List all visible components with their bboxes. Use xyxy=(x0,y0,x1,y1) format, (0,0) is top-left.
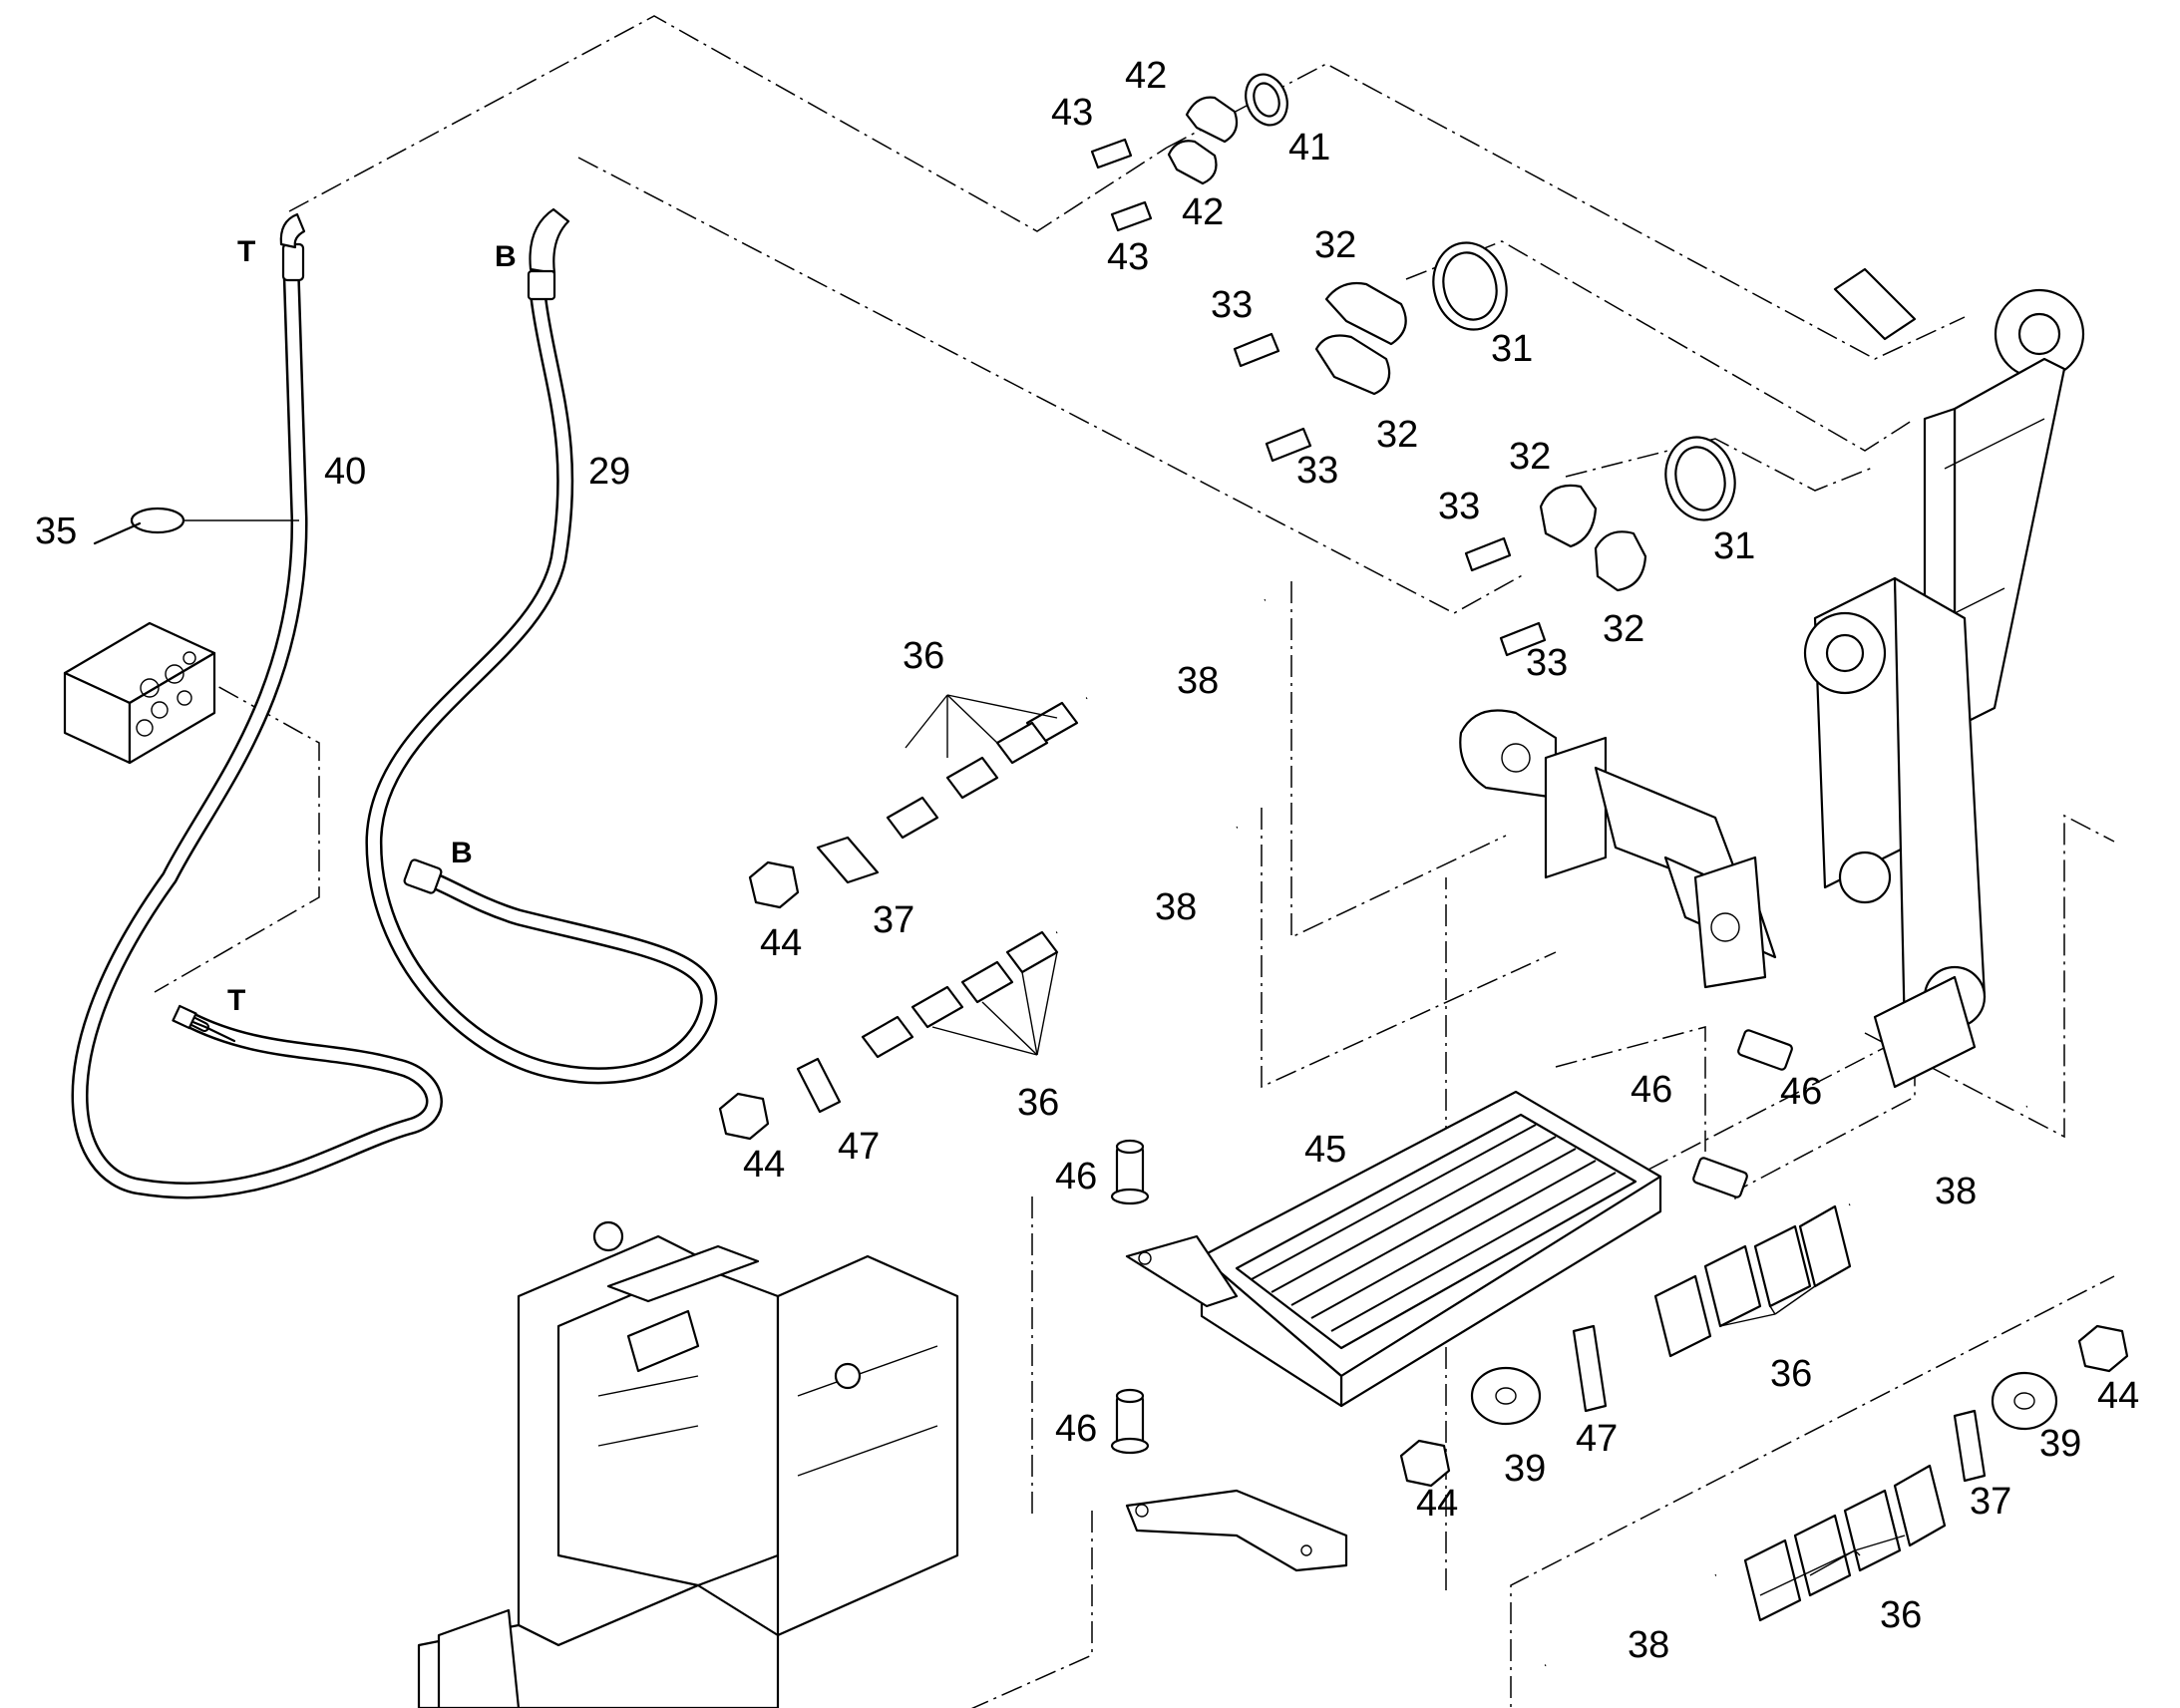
callout-44-b: 44 xyxy=(743,1144,785,1186)
hose-t-lower xyxy=(172,1004,236,1043)
port-labels: T B B T xyxy=(227,235,517,1017)
callout-38-a: 38 xyxy=(1177,660,1219,702)
flange-group-41 xyxy=(1090,73,1288,232)
hose-40-fitting xyxy=(281,242,305,282)
port-label-t-top: T xyxy=(237,235,255,268)
callout-47-b: 47 xyxy=(1576,1418,1618,1460)
callout-47-a: 47 xyxy=(838,1126,880,1168)
clamp-group-middle xyxy=(718,825,1239,1141)
callout-29: 29 xyxy=(588,451,630,493)
callout-44-c: 44 xyxy=(1416,1483,1458,1525)
callout-43-bottom: 43 xyxy=(1107,236,1149,278)
flange-group-upper xyxy=(1233,241,1508,463)
callout-36-c: 36 xyxy=(1770,1353,1812,1395)
port-label-t-bottom: T xyxy=(227,984,245,1017)
callout-36-d: 36 xyxy=(1880,1594,1922,1636)
callout-33-a: 33 xyxy=(1211,284,1253,326)
callout-45: 45 xyxy=(1304,1129,1346,1171)
callout-33-b: 33 xyxy=(1296,450,1338,492)
callout-labels: 42 43 41 42 43 32 33 31 32 33 32 33 31 3… xyxy=(35,55,2139,1666)
cable-tie-35 xyxy=(93,507,299,545)
callout-37-a: 37 xyxy=(873,899,914,941)
callout-35: 35 xyxy=(35,511,77,552)
callout-31-a: 31 xyxy=(1491,328,1533,370)
callout-32-c: 32 xyxy=(1509,436,1551,478)
callout-33-d: 33 xyxy=(1526,642,1568,684)
callout-36-b: 36 xyxy=(1017,1082,1059,1124)
callout-40: 40 xyxy=(324,451,366,493)
boom-cylinder xyxy=(1803,267,2085,1089)
callout-37-b: 37 xyxy=(1970,1481,2011,1523)
callout-39-b: 39 xyxy=(2039,1423,2081,1465)
flange-group-lower xyxy=(1464,436,1736,657)
loader-frame xyxy=(417,1220,959,1708)
clamp-group-right xyxy=(1399,1104,2028,1488)
valve-block xyxy=(63,621,216,765)
pins-46 xyxy=(1110,1029,1793,1455)
callout-39-a: 39 xyxy=(1504,1448,1546,1490)
callout-38-d: 38 xyxy=(1628,1624,1669,1666)
callout-42-top: 42 xyxy=(1125,55,1167,97)
callout-33-c: 33 xyxy=(1438,486,1480,527)
callout-38-b: 38 xyxy=(1155,886,1197,928)
callout-46-d: 46 xyxy=(1631,1069,1672,1111)
arm-assembly xyxy=(1459,709,1777,989)
callout-32-b: 32 xyxy=(1376,414,1418,456)
callout-42-bottom: 42 xyxy=(1182,191,1224,233)
callout-31-b: 31 xyxy=(1713,525,1755,567)
step-grate-45 xyxy=(1125,1090,1662,1408)
port-label-b-middle: B xyxy=(451,837,473,869)
callout-leaders xyxy=(905,694,1906,1596)
callout-32-d: 32 xyxy=(1603,608,1644,650)
clamp-group-upper xyxy=(748,597,1267,909)
callout-46-c: 46 xyxy=(1780,1071,1822,1113)
callout-32-a: 32 xyxy=(1314,224,1356,266)
callout-38-c: 38 xyxy=(1935,1171,1977,1212)
callout-43-top: 43 xyxy=(1051,92,1093,134)
hose-29-elbow xyxy=(529,207,570,275)
callout-46-a: 46 xyxy=(1055,1156,1097,1197)
callout-44-a: 44 xyxy=(760,922,802,964)
port-label-b-top: B xyxy=(495,240,517,273)
hose-29-fitting xyxy=(403,858,443,894)
callout-46-b: 46 xyxy=(1055,1408,1097,1450)
hose-29 xyxy=(365,207,718,1085)
callout-41: 41 xyxy=(1288,127,1330,169)
callout-44-d: 44 xyxy=(2097,1375,2139,1417)
clamp-group-lower-right xyxy=(1544,1324,2129,1668)
bracket xyxy=(1125,1489,1348,1572)
callout-36-a: 36 xyxy=(903,635,944,677)
